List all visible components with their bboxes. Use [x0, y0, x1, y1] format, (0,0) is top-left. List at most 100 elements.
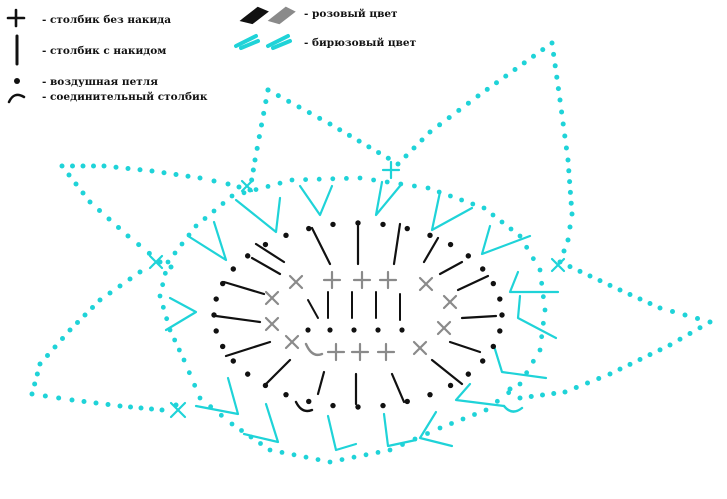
chain-stitch: [677, 336, 683, 342]
chain-stitch: [446, 115, 452, 121]
chain-stitch: [537, 347, 543, 353]
turquoise-yarn-swatch-icon: [234, 34, 292, 50]
chain-stitch: [219, 343, 226, 350]
chain-stitch: [106, 216, 112, 222]
chain-stitch: [346, 132, 352, 138]
chain-stitch: [351, 454, 357, 460]
chain-stitch: [97, 297, 103, 303]
slip-stitch: [294, 400, 314, 413]
chain-stitch: [69, 397, 75, 403]
chain-stitch: [667, 342, 673, 348]
chain-stitch: [637, 357, 643, 362]
chain-stitch: [404, 225, 410, 232]
chain-stitch: [306, 398, 312, 405]
chain-stitch: [80, 163, 86, 169]
chain-stitch: [551, 391, 557, 396]
chain-stitch: [670, 309, 675, 314]
chain-stitch: [289, 177, 295, 183]
chain-stitch: [597, 278, 603, 284]
chain-stitch: [448, 193, 453, 199]
chain-stitch: [45, 353, 50, 358]
chain-stitch: [497, 328, 503, 334]
chain-stitch: [149, 406, 154, 412]
chain-stitch: [530, 358, 536, 364]
chain-stitch: [465, 371, 472, 377]
chain-stitch: [470, 201, 476, 207]
chain-stitch: [265, 184, 271, 189]
chain-stitch: [687, 331, 693, 336]
chain-stitch: [87, 199, 93, 205]
chain-stitch: [607, 282, 613, 288]
chain-stitch: [303, 454, 309, 460]
chain-stitch: [490, 343, 497, 350]
gray-sc-mark: [264, 290, 280, 306]
chain-stitch: [499, 219, 505, 225]
chain-stitch: [164, 316, 170, 322]
pink-yarn-swatch-icon: [239, 6, 296, 25]
turquoise-v-stitch: [516, 294, 558, 340]
chain-stitch: [549, 40, 555, 46]
chain-stitch: [447, 382, 454, 389]
chain-stitch: [303, 177, 308, 183]
chain-stitch: [707, 319, 713, 325]
chain-stitch: [42, 393, 48, 399]
chain-stitch: [555, 86, 561, 92]
chain-stitch: [506, 390, 512, 396]
chain-stitch: [385, 155, 391, 161]
gray-sc-mark: [442, 294, 458, 310]
chain-stitch: [561, 248, 567, 254]
chain-stitch: [172, 337, 178, 343]
chain-stitch: [230, 358, 236, 364]
chain-stitch: [399, 327, 405, 333]
chain-stitch: [587, 273, 593, 279]
chain-stitch: [80, 190, 86, 196]
chain-stitch: [465, 100, 471, 106]
motif-diagram: [29, 40, 713, 465]
chain-stitch: [337, 127, 343, 133]
gray-sc-mark: [288, 274, 304, 290]
chain-stitch: [262, 241, 269, 248]
chain-stitch: [427, 232, 433, 239]
chain-stitch: [330, 221, 336, 228]
chain-stitch: [540, 320, 546, 326]
legend-dc-label: - столбик с накидом: [42, 45, 167, 57]
chain-stitch: [202, 216, 208, 221]
chain-stitch: [197, 175, 203, 181]
chain-stitch: [305, 327, 311, 333]
chain-stitch: [560, 121, 566, 127]
turquoise-v-stitch: [194, 376, 240, 416]
chain-stitch: [565, 237, 571, 243]
chain-stitch: [236, 184, 242, 190]
chain-stitch: [168, 264, 174, 270]
chain-stitch: [136, 242, 142, 248]
chain-stitch: [101, 163, 107, 169]
chain-stitch: [517, 381, 523, 387]
chain-stitch: [437, 425, 443, 431]
chain-stitch: [193, 223, 199, 229]
chain-stitch: [657, 347, 663, 353]
chain-stitch: [695, 316, 700, 321]
chain-stitch: [449, 421, 454, 426]
turquoise-sc-mark: [148, 254, 164, 270]
chain-stitch: [161, 170, 167, 176]
turquoise-v-stitch: [242, 402, 280, 444]
chain-stitch: [265, 87, 271, 93]
dc-stitch: [430, 358, 464, 386]
chain-stitch: [213, 328, 219, 334]
chain-stitch: [137, 269, 143, 275]
chain-stitch: [508, 226, 514, 232]
chain-stitch: [447, 241, 454, 248]
dc-stitch: [222, 280, 266, 296]
slip-stitch: [502, 404, 524, 413]
chain-stitch: [355, 220, 361, 226]
chain-stitch: [375, 450, 381, 455]
dc-stitch: [224, 340, 272, 358]
chain-stitch: [403, 153, 409, 159]
turquoise-v-stitch: [492, 344, 548, 380]
chain-stitch: [162, 270, 168, 276]
gray-sc-mark: [284, 334, 300, 350]
chain-stitch: [211, 208, 217, 214]
chain-stitch: [427, 129, 433, 135]
chain-stitch: [395, 161, 401, 167]
chain-stitch: [490, 212, 496, 218]
